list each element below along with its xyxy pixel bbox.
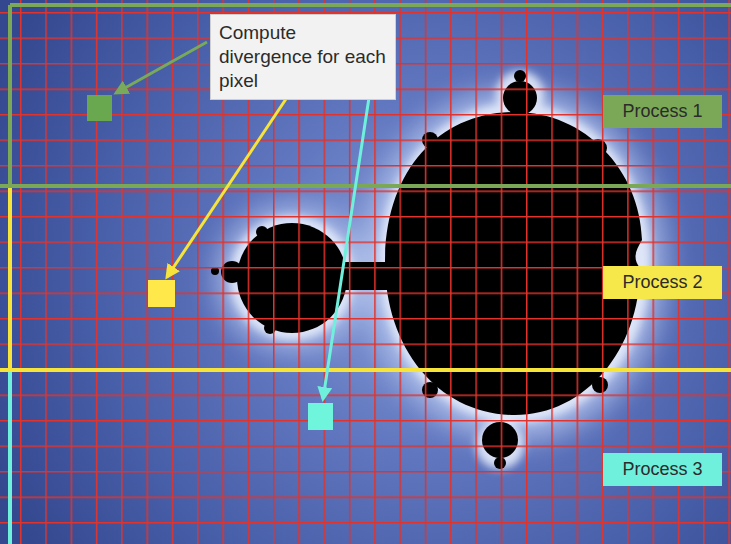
process-label: Process 2 [603, 266, 722, 299]
process-name: Process 1 [610, 100, 715, 123]
pixel-square [308, 403, 333, 430]
process-label: Process 1 [603, 95, 722, 128]
leader-arrow [116, 42, 207, 93]
leader-arrow [167, 78, 300, 277]
callout-box: Compute divergence for each pixel [210, 14, 396, 100]
leader-arrow [323, 78, 372, 399]
process-label: Process 3 [603, 453, 722, 486]
pixel-square [87, 95, 112, 121]
pixel-square [148, 280, 175, 307]
process-name: Process 2 [610, 271, 715, 294]
callout-text: Compute divergence for each pixel [219, 21, 387, 92]
process-name: Process 3 [610, 458, 715, 481]
